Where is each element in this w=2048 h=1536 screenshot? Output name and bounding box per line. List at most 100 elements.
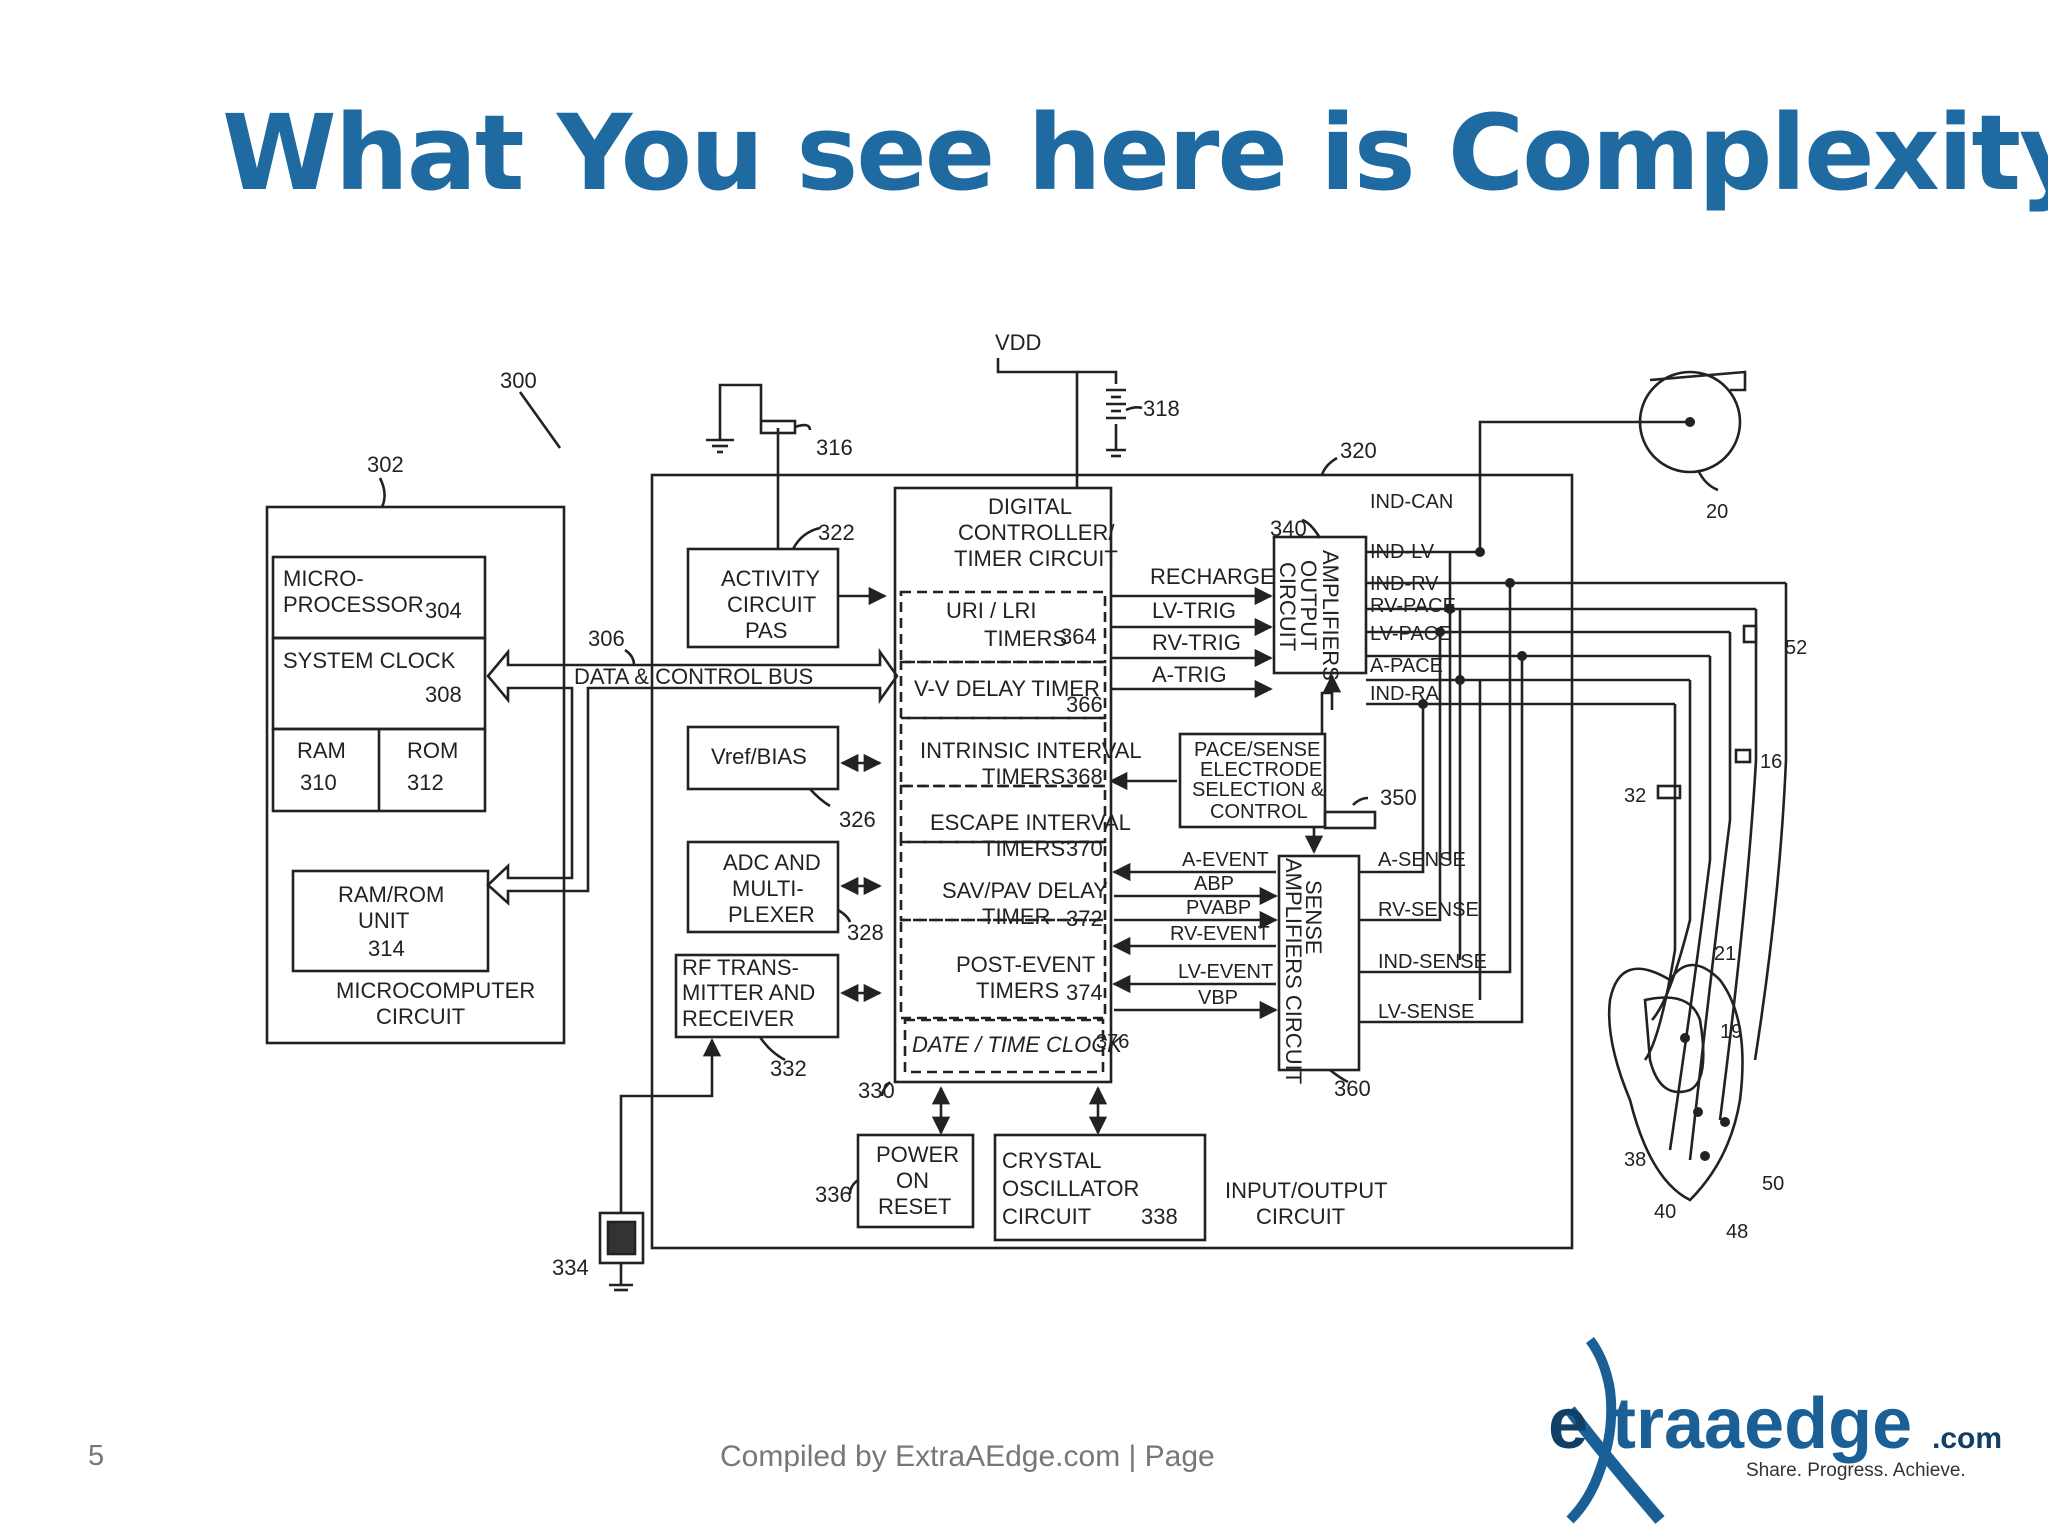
lv-trig-label: LV-TRIG bbox=[1152, 598, 1236, 623]
system-clock-label: SYSTEM CLOCK bbox=[283, 648, 456, 673]
rf-label-1: RF TRANS- bbox=[682, 955, 799, 980]
ref-302: 302 bbox=[367, 452, 404, 477]
rv-event-label: RV-EVENT bbox=[1170, 923, 1270, 945]
pace-label-1: PACE/SENSE bbox=[1194, 739, 1320, 761]
activity-label-1: ACTIVITY bbox=[721, 566, 820, 591]
lv-sense-label: LV-SENSE bbox=[1378, 1001, 1474, 1023]
pacemaker-block-diagram: 300 302 MICRO- PROCESSOR 304 SYSTEM CLOC… bbox=[250, 300, 1830, 1330]
ref-364: 364 bbox=[1060, 624, 1097, 649]
microcomputer-label-2: CIRCUIT bbox=[376, 1004, 465, 1029]
ref-52: 52 bbox=[1785, 637, 1807, 659]
escape-label-2: TIMERS bbox=[982, 836, 1065, 861]
recharge-label: RECHARGE bbox=[1150, 564, 1275, 589]
escape-label-1: ESCAPE INTERVAL bbox=[930, 810, 1131, 835]
logo-tld: .com bbox=[1932, 1422, 2002, 1455]
ref-368: 368 bbox=[1066, 764, 1103, 789]
ref-338: 338 bbox=[1141, 1204, 1178, 1229]
sav-label-2: TIMER bbox=[982, 904, 1050, 929]
ref-340: 340 bbox=[1270, 516, 1307, 541]
ref-40: 40 bbox=[1654, 1201, 1676, 1223]
a-trig-label: A-TRIG bbox=[1152, 662, 1227, 687]
ref-374: 374 bbox=[1066, 980, 1103, 1005]
sense-label-2: AMPLIFIERS CIRCUIT bbox=[1281, 858, 1306, 1084]
sav-label-1: SAV/PAV DELAY bbox=[942, 878, 1108, 903]
output-label-1: OUTPUT bbox=[1296, 560, 1321, 650]
ind-sense-label: IND-SENSE bbox=[1378, 951, 1487, 973]
ref-318: 318 bbox=[1143, 396, 1180, 421]
ref-334: 334 bbox=[552, 1255, 589, 1280]
ref-360: 360 bbox=[1334, 1076, 1371, 1101]
logo-brand-first: e bbox=[1548, 1384, 1588, 1464]
pvabp-label: PVABP bbox=[1186, 897, 1251, 919]
adc-label-3: PLEXER bbox=[728, 902, 815, 927]
digital-label-2: CONTROLLER/ bbox=[958, 520, 1115, 545]
ref-316: 316 bbox=[816, 435, 853, 460]
ref-48: 48 bbox=[1726, 1221, 1748, 1243]
a-sense-label: A-SENSE bbox=[1378, 849, 1466, 871]
adc-label-1: ADC AND bbox=[723, 850, 821, 875]
pace-label-4: CONTROL bbox=[1210, 801, 1308, 823]
ramrom-label-1: RAM/ROM bbox=[338, 882, 444, 907]
logo-brand-rest: traaedge bbox=[1612, 1384, 1912, 1464]
ref-19: 19 bbox=[1720, 1021, 1742, 1043]
ref-376: 376 bbox=[1096, 1031, 1129, 1053]
post-label-2: TIMERS bbox=[976, 978, 1059, 1003]
rv-pace-label: RV-PACE bbox=[1370, 595, 1456, 617]
ref-310: 310 bbox=[300, 770, 337, 795]
output-label-3: CIRCUIT bbox=[1275, 562, 1300, 651]
rf-label-2: MITTER AND bbox=[682, 980, 815, 1005]
extraaedge-logo: e traaedge .com Share. Progress. Achieve… bbox=[1530, 1330, 2010, 1530]
ref-320: 320 bbox=[1340, 438, 1377, 463]
ref-314: 314 bbox=[368, 936, 405, 961]
ref-16: 16 bbox=[1760, 751, 1782, 773]
logo-tagline: Share. Progress. Achieve. bbox=[1746, 1460, 1966, 1481]
ind-ra-label: IND-RA bbox=[1370, 683, 1440, 705]
lv-pace-label: LV-PACE bbox=[1370, 623, 1452, 645]
abp-label: ABP bbox=[1194, 873, 1234, 895]
ref-370: 370 bbox=[1066, 836, 1103, 861]
ref-322: 322 bbox=[818, 520, 855, 545]
io-label-1: INPUT/OUTPUT bbox=[1225, 1178, 1388, 1203]
activity-label-3: PAS bbox=[745, 618, 787, 643]
output-label-2: AMPLIFIERS bbox=[1318, 550, 1343, 681]
digital-label-3: TIMER CIRCUIT bbox=[954, 546, 1118, 571]
a-event-label: A-EVENT bbox=[1182, 849, 1269, 871]
slide-title: What You see here is Complexity bbox=[222, 92, 2048, 214]
lv-event-label: LV-EVENT bbox=[1178, 961, 1273, 983]
uri-label-1: URI / LRI bbox=[946, 598, 1036, 623]
ref-21: 21 bbox=[1714, 943, 1736, 965]
vdd-label: VDD bbox=[995, 330, 1041, 355]
activity-label-2: CIRCUIT bbox=[727, 592, 816, 617]
ref-38: 38 bbox=[1624, 1149, 1646, 1171]
ref-20: 20 bbox=[1706, 501, 1728, 523]
crystal-label-2: OSCILLATOR bbox=[1002, 1176, 1139, 1201]
ref-332: 332 bbox=[770, 1056, 807, 1081]
ram-label: RAM bbox=[297, 738, 346, 763]
vv-delay-label: V-V DELAY TIMER bbox=[914, 676, 1100, 701]
ref-50: 50 bbox=[1762, 1173, 1784, 1195]
ref-304: 304 bbox=[425, 598, 462, 623]
post-label-1: POST-EVENT bbox=[956, 952, 1095, 977]
ref-336: 336 bbox=[815, 1182, 852, 1207]
ref-330: 330 bbox=[858, 1078, 895, 1103]
crystal-label-1: CRYSTAL bbox=[1002, 1148, 1101, 1173]
io-label-2: CIRCUIT bbox=[1256, 1204, 1345, 1229]
ref-328: 328 bbox=[847, 920, 884, 945]
a-pace-label: A-PACE bbox=[1370, 655, 1443, 677]
ref-308: 308 bbox=[425, 682, 462, 707]
intrinsic-label-1: INTRINSIC INTERVAL bbox=[920, 738, 1142, 763]
pace-label-3: SELECTION & bbox=[1192, 779, 1325, 801]
ref-350: 350 bbox=[1380, 785, 1417, 810]
ref-312: 312 bbox=[407, 770, 444, 795]
ind-rv-label: IND-RV bbox=[1370, 573, 1439, 595]
date-clock-label: DATE / TIME CLOCK bbox=[912, 1032, 1123, 1057]
vref-label: Vref/BIAS bbox=[711, 744, 807, 769]
ref-300: 300 bbox=[500, 368, 537, 393]
rv-sense-label: RV-SENSE bbox=[1378, 899, 1479, 921]
pace-label-2: ELECTRODE bbox=[1200, 759, 1322, 781]
microprocessor-label-1: MICRO- bbox=[283, 566, 364, 591]
intrinsic-label-2: TIMERS bbox=[982, 764, 1065, 789]
ref-306: 306 bbox=[588, 626, 625, 651]
power-label-1: POWER bbox=[876, 1142, 959, 1167]
uri-label-2: TIMERS bbox=[984, 626, 1067, 651]
